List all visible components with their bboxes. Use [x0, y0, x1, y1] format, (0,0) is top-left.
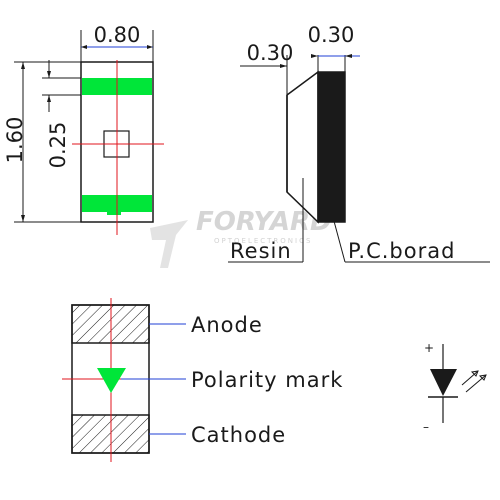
polarity-triangle-icon: [97, 368, 126, 393]
cathode-minus-sign: –: [423, 420, 429, 434]
resin-label: Resin: [230, 239, 292, 263]
anode-label: Anode: [191, 313, 263, 337]
bottom-pad-tab: [107, 204, 121, 215]
side-view: 0.30 0.30 Resin P.C.borad: [228, 23, 490, 263]
anode-plus-sign: +: [424, 341, 434, 355]
watermark: FORYARD OPTOELECTRONICS: [150, 207, 332, 268]
dim-side-left-label: 0.30: [247, 41, 294, 65]
pcb-body: [317, 71, 346, 223]
dim-height-label: 1.60: [3, 117, 27, 164]
dim-side-right-label: 0.30: [308, 23, 355, 47]
dim-width-label: 0.80: [94, 23, 141, 47]
light-emission-arrows-icon: [461, 370, 487, 393]
led-symbol-icon: + –: [423, 341, 487, 434]
watermark-subtitle: OPTOELECTRONICS: [214, 237, 312, 245]
dim-pad-label: 0.25: [46, 122, 70, 169]
bottom-view: Anode Polarity mark Cathode: [62, 298, 343, 462]
cathode-label: Cathode: [191, 423, 286, 447]
pcb-label: P.C.borad: [348, 239, 455, 263]
top-view: 0.80 1.60 0.25: [3, 23, 164, 235]
polarity-label: Polarity mark: [191, 368, 343, 392]
watermark-logo-icon: [150, 220, 188, 268]
